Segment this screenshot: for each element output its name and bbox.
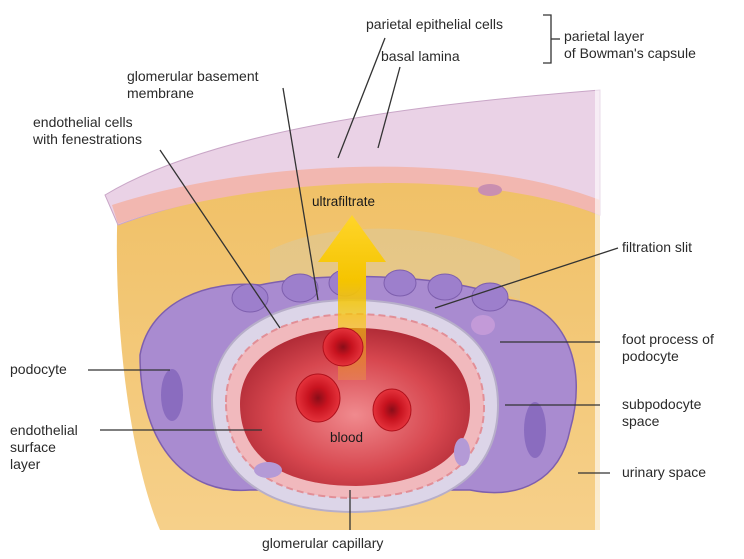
podocyte-nucleus (161, 369, 183, 421)
podocyte-nucleus (524, 402, 546, 458)
label-glomerular-basement-membrane: glomerular basement membrane (127, 68, 259, 102)
podocyte-nucleus (471, 315, 495, 335)
label-foot-process: foot process of podocyte (622, 331, 714, 365)
label-urinary-space: urinary space (622, 464, 706, 481)
right-fade (595, 80, 615, 540)
label-blood: blood (330, 430, 363, 445)
parietal-cell-nucleus (478, 184, 502, 196)
endothelial-nucleus (454, 438, 470, 466)
label-parietal-layer: parietal layer of Bowman's capsule (564, 28, 696, 62)
label-endothelial-surface-layer: endothelial surface layer (10, 422, 78, 473)
label-glomerular-capillary: glomerular capillary (262, 535, 383, 552)
label-endothelial-cells: endothelial cells with fenestrations (33, 114, 142, 148)
label-subpodocyte-space: subpodocyte space (622, 396, 701, 430)
label-ultrafiltrate: ultrafiltrate (312, 194, 375, 209)
endothelial-nucleus (254, 462, 282, 478)
label-basal-lamina: basal lamina (381, 48, 460, 65)
label-filtration-slit: filtration slit (622, 239, 692, 256)
label-podocyte: podocyte (10, 361, 67, 378)
bracket-parietal-layer (543, 15, 551, 63)
label-parietal-epithelial-cells: parietal epithelial cells (366, 16, 503, 33)
